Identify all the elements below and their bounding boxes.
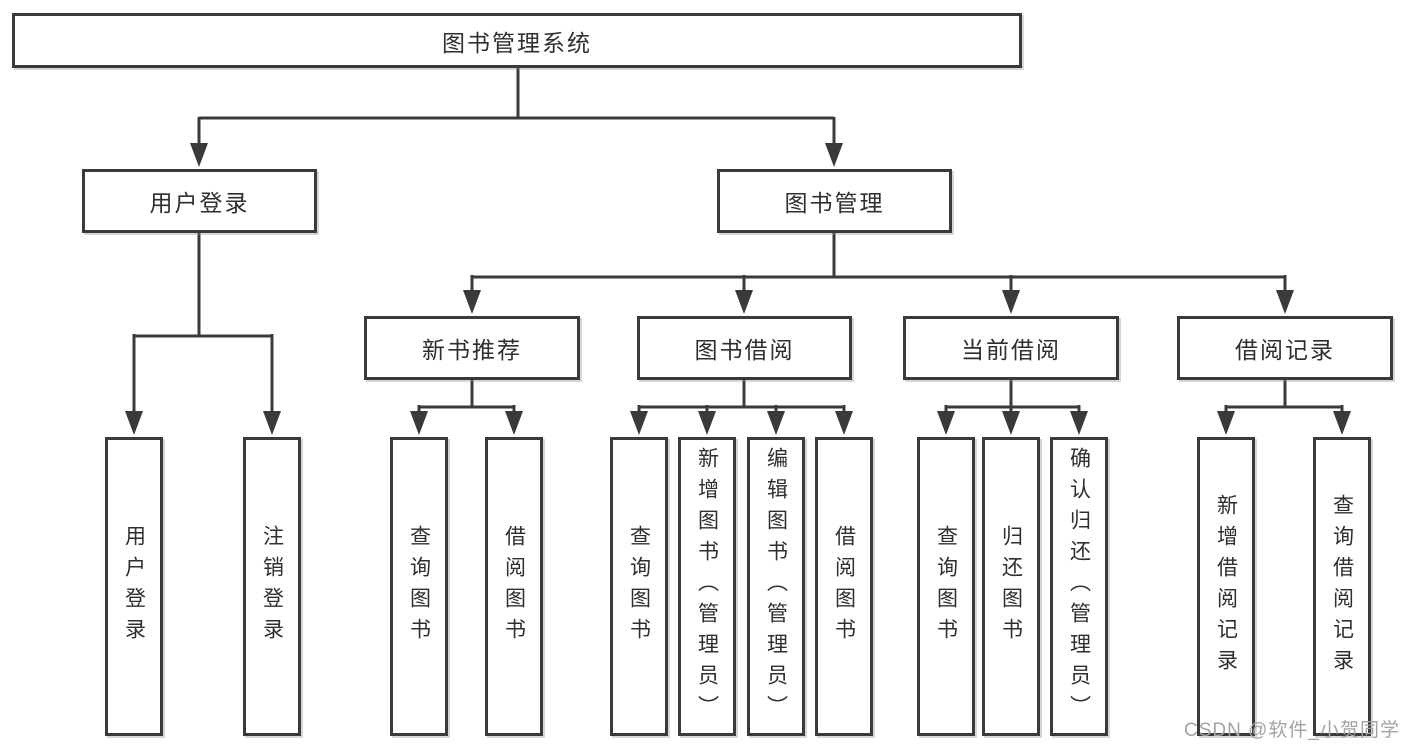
leaf-query-books-borrow: 查询图书 (610, 437, 668, 736)
leaf-borrow-books-recommend: 借阅图书 (485, 437, 543, 736)
watermark: CSDN @软件_小贺同学 (1184, 720, 1400, 741)
leaf-edit-books-admin: 编辑图书（管理员） (747, 437, 805, 736)
leaf-return-books: 归还图书 (982, 437, 1040, 736)
leaf-user-login: 用户登录 (105, 437, 163, 736)
leaf-query-books-recommend: 查询图书 (390, 437, 448, 736)
leaf-query-books-current: 查询图书 (917, 437, 975, 736)
node-book-management: 图书管理 (717, 169, 952, 233)
leaf-borrow-books: 借阅图书 (815, 437, 873, 736)
leaf-add-borrow-record: 新增借阅记录 (1197, 437, 1255, 736)
leaf-add-books-admin: 新增图书（管理员） (678, 437, 736, 736)
leaf-confirm-return-admin: 确认归还（管理员） (1050, 437, 1108, 736)
node-library-management-system: 图书管理系统 (12, 13, 1022, 68)
node-user-login: 用户登录 (82, 169, 317, 233)
arrowhead-icons (125, 143, 1351, 435)
node-new-book-recommend: 新书推荐 (364, 316, 580, 380)
leaf-query-borrow-record: 查询借阅记录 (1313, 437, 1371, 736)
node-borrow-record: 借阅记录 (1177, 316, 1393, 380)
node-book-borrow: 图书借阅 (637, 316, 852, 380)
node-current-borrow: 当前借阅 (903, 316, 1119, 380)
leaf-logout-login: 注销登录 (243, 437, 301, 736)
